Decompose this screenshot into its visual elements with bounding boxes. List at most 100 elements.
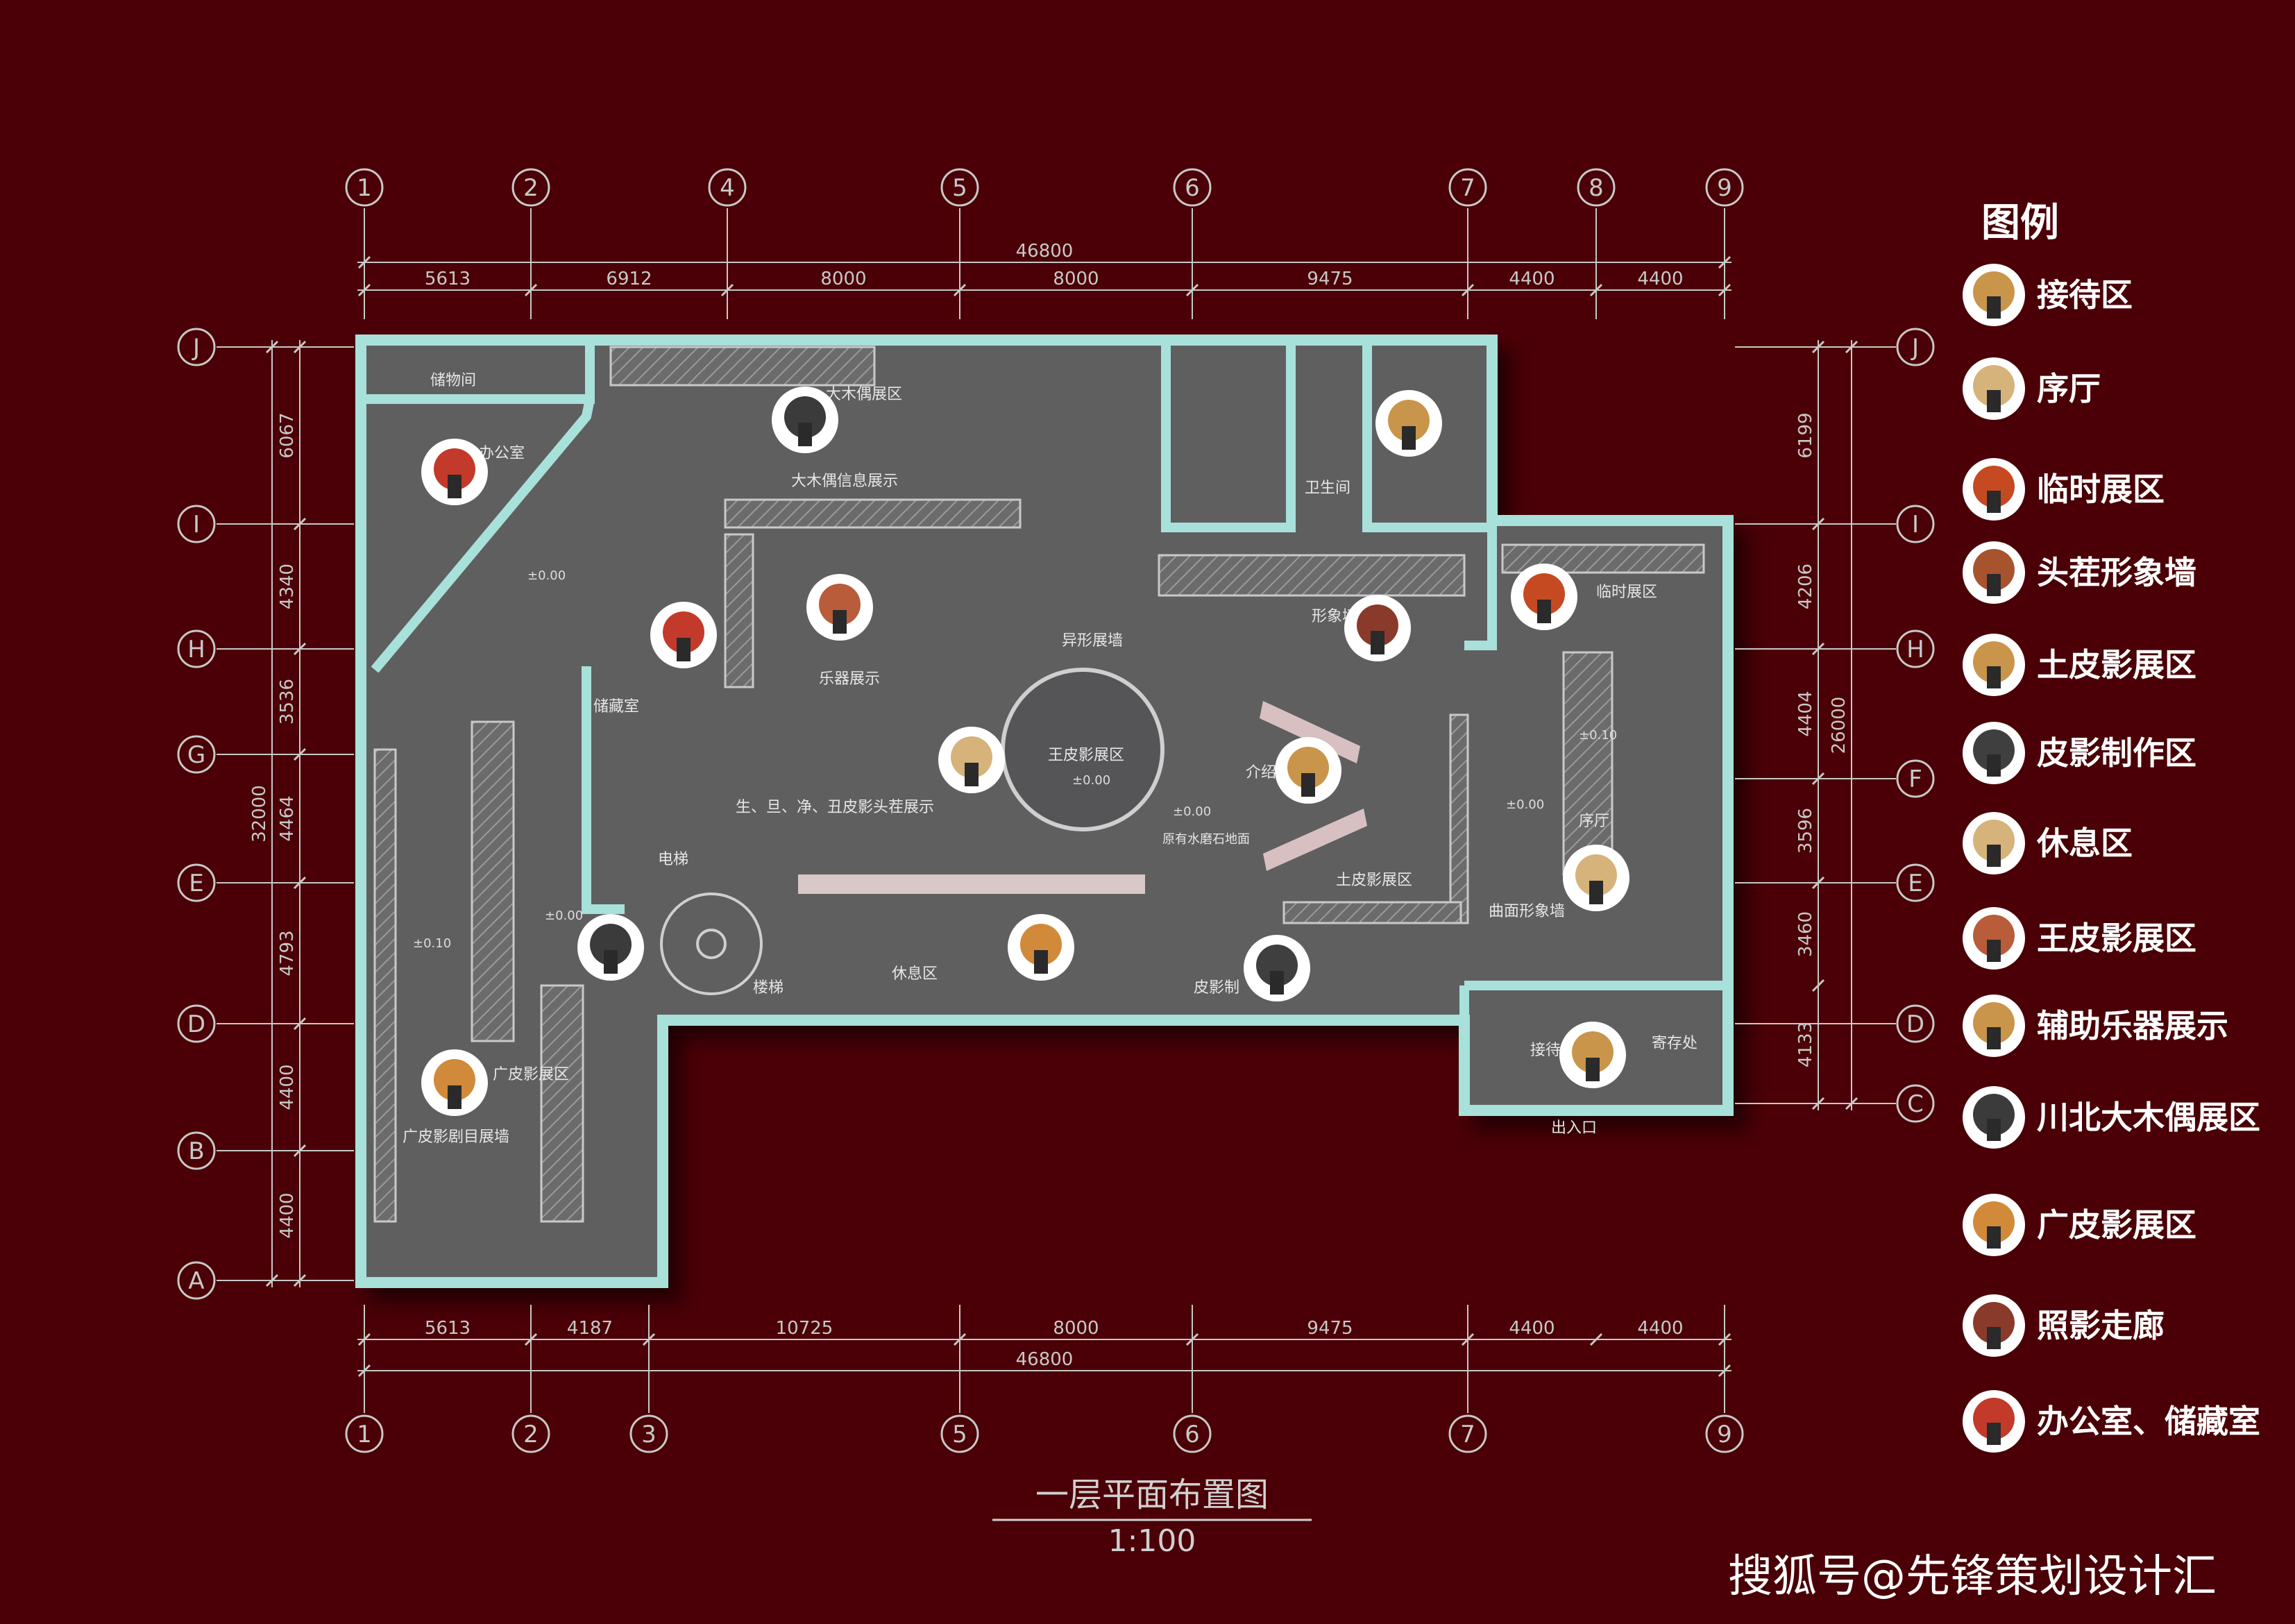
svg-text:1: 1 <box>357 1421 372 1448</box>
svg-text:4400: 4400 <box>1509 1318 1555 1339</box>
axis-bubble-E: E <box>177 863 216 902</box>
level-mark: ±0.10 <box>413 936 451 951</box>
svg-text:6199: 6199 <box>1795 412 1816 458</box>
legend-item: 临时展区 <box>1963 458 2165 521</box>
level-mark: ±0.00 <box>1506 797 1544 812</box>
svg-text:2: 2 <box>523 1421 539 1448</box>
zone-medallion <box>650 602 717 668</box>
svg-text:4400: 4400 <box>277 1064 298 1110</box>
room-curved-wall: 曲面形象墙 <box>1489 903 1565 920</box>
level-mark: ±0.00 <box>1072 773 1110 788</box>
legend-item: 休息区 <box>1963 812 2133 874</box>
room-tu-area: 土皮影展区 <box>1336 872 1412 889</box>
level-marks: ±0.00 ±0.00 ±0.00 ±0.00 ±0.00 ±0.10 ±0.1… <box>413 568 1617 951</box>
axis-bubble-2: 2 <box>511 168 550 207</box>
svg-text:7: 7 <box>1460 1421 1475 1448</box>
spiral-stair <box>660 893 763 995</box>
svg-text:4206: 4206 <box>1795 564 1816 609</box>
zone-medallion <box>1244 935 1310 1001</box>
svg-text:5613: 5613 <box>425 1318 471 1339</box>
legend: 图例 接待区序厅临时展区头茬形象墙土皮影展区皮影制作区休息区王皮影展区辅助乐器展… <box>1963 201 2260 1453</box>
room-temp: 临时展区 <box>1596 584 1657 601</box>
axis-bubble-8: 8 <box>1577 168 1616 207</box>
svg-text:4133: 4133 <box>1795 1022 1816 1067</box>
svg-text:3536: 3536 <box>277 679 298 725</box>
room-elev: 电梯 <box>658 851 688 868</box>
svg-text:3596: 3596 <box>1795 808 1816 854</box>
room-shaped-wall: 异形展墙 <box>1062 632 1123 650</box>
room-wang-area: 王皮影展区 <box>1048 747 1124 764</box>
rest-counter <box>798 874 1145 894</box>
zone-medallion <box>1008 914 1074 981</box>
legend-item: 川北大木偶展区 <box>1963 1086 2260 1149</box>
dim-right-total: 26000 <box>1829 340 1858 1110</box>
plan-title: 一层平面布置图 <box>1035 1475 1269 1514</box>
svg-text:4464: 4464 <box>277 795 298 841</box>
legend-item: 广皮影展区 <box>1963 1194 2196 1256</box>
room-stone: 原有水磨石地面 <box>1162 832 1250 847</box>
axis-bubble-J: J <box>177 328 216 366</box>
svg-text:4404: 4404 <box>1795 691 1816 736</box>
svg-text:6067: 6067 <box>277 412 298 458</box>
svg-text:C: C <box>1907 1090 1924 1118</box>
plan-scale: 1:100 <box>1108 1523 1196 1559</box>
dim-left-total: 32000 <box>249 340 279 1287</box>
zone-medallion <box>1563 845 1629 911</box>
level-mark: ±0.00 <box>545 908 583 923</box>
room-wc: 卫生间 <box>1305 480 1350 497</box>
svg-text:I: I <box>1912 511 1919 539</box>
svg-text:6: 6 <box>1185 1421 1200 1448</box>
room-labels: 储物间 办公室 储藏室 卫生间 大木偶展区 大木偶信息展示 乐器展示 异形展墙 … <box>403 372 1697 1146</box>
zone-medallion <box>938 727 1005 793</box>
room-storage: 储物间 <box>430 372 476 389</box>
legend-item: 接待区 <box>1963 264 2133 326</box>
room-office: 办公室 <box>479 445 525 462</box>
svg-text:3: 3 <box>641 1421 657 1448</box>
watermark: 搜狐号@先锋策划设计汇 <box>1728 1551 2217 1602</box>
interior-walls <box>361 340 1728 1110</box>
svg-text:J: J <box>192 334 200 362</box>
zone-medallions <box>421 387 1629 1116</box>
svg-text:D: D <box>187 1010 205 1038</box>
axis-bubble-4: 4 <box>708 168 747 207</box>
svg-text:4187: 4187 <box>567 1318 613 1339</box>
svg-text:46800: 46800 <box>1016 241 1074 262</box>
legend-label: 川北大木偶展区 <box>2037 1099 2260 1136</box>
legend-item: 头茬形象墙 <box>1963 541 2196 604</box>
svg-text:5613: 5613 <box>425 269 471 289</box>
axis-bubble-9: 9 <box>1705 168 1744 207</box>
level-mark: ±0.10 <box>1579 728 1617 743</box>
axis-bubble-6: 6 <box>1173 168 1212 207</box>
svg-text:10725: 10725 <box>776 1318 833 1339</box>
svg-text:5: 5 <box>952 174 967 202</box>
room-instruments: 乐器展示 <box>819 670 880 688</box>
legend-item: 办公室、储藏室 <box>1963 1390 2260 1453</box>
axis-bubble-7: 7 <box>1448 168 1487 207</box>
svg-text:8000: 8000 <box>1053 269 1099 289</box>
svg-text:F: F <box>1908 766 1922 793</box>
zone-medallion <box>1275 737 1341 804</box>
room-rest: 休息区 <box>892 965 938 983</box>
svg-text:B: B <box>188 1137 204 1165</box>
svg-text:9475: 9475 <box>1307 1318 1353 1339</box>
room-collection: 储藏室 <box>593 698 639 716</box>
svg-text:E: E <box>1908 870 1922 897</box>
axis-bubble-9: 9 <box>1705 1414 1744 1453</box>
axis-bubble-C: C <box>1896 1084 1935 1123</box>
svg-text:8000: 8000 <box>1053 1318 1099 1339</box>
legend-label: 休息区 <box>2036 824 2133 862</box>
axis-bubble-D: D <box>177 1004 216 1043</box>
svg-text:I: I <box>193 511 200 539</box>
axis-bubble-6: 6 <box>1173 1414 1212 1453</box>
zone-medallion <box>1511 564 1577 630</box>
dim-bottom-total: 46800 <box>357 1349 1731 1378</box>
axis-bubble-H: H <box>177 629 216 668</box>
room-heads: 生、旦、净、丑皮影头茬展示 <box>736 799 934 816</box>
drawing-title: 一层平面布置图 1:100 <box>992 1475 1312 1559</box>
legend-item: 序厅 <box>1963 357 2101 420</box>
svg-text:2: 2 <box>523 174 539 202</box>
